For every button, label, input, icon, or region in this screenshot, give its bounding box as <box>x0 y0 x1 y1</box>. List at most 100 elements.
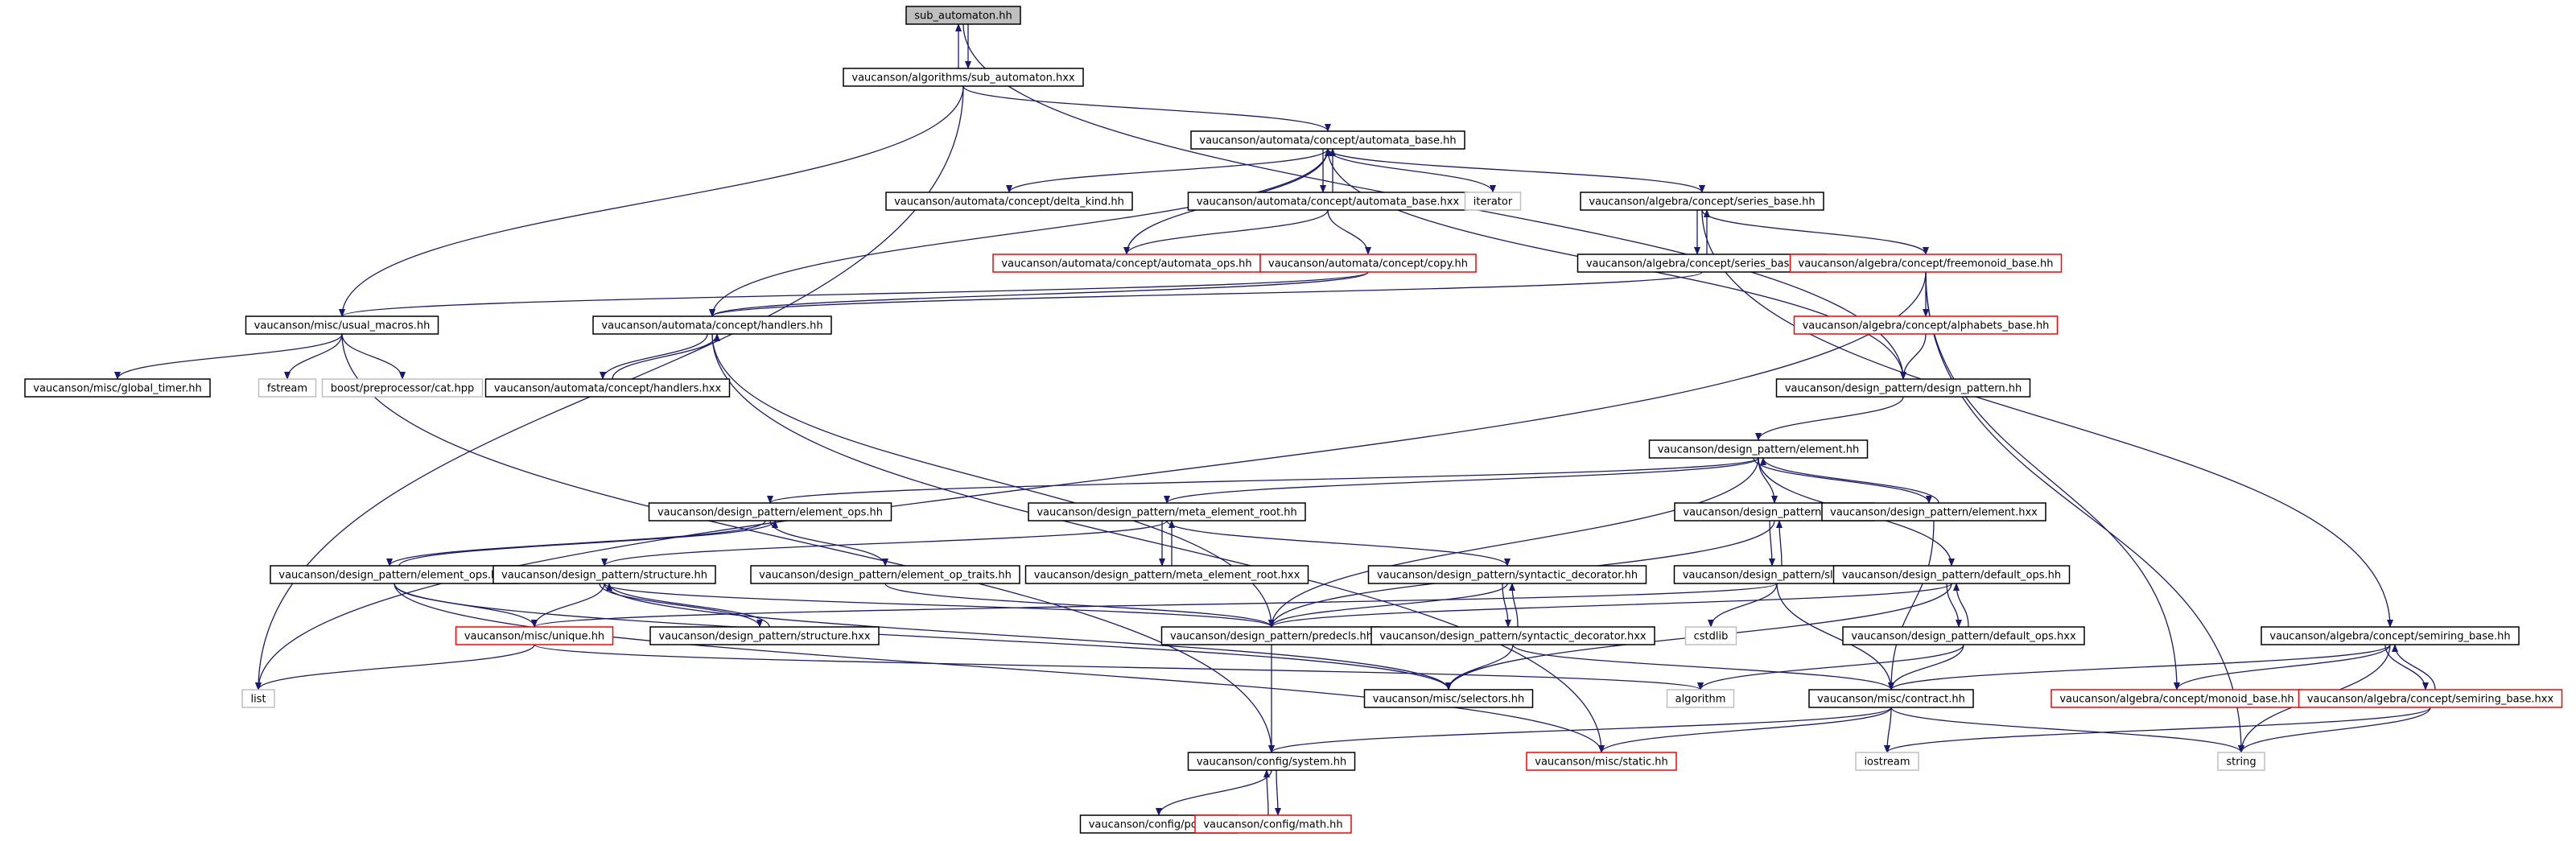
node-element-ops-hh[interactable]: vaucanson/design_pattern/element_ops.hh <box>648 502 892 522</box>
edge-freemonoid-base-hh-to-list <box>255 271 1927 691</box>
node-semiring-base-hxx[interactable]: vaucanson/algebra/concept/semiring_base.… <box>2298 689 2563 708</box>
edge-system-hh-to-math-hh <box>1274 769 1281 816</box>
node-static-hh[interactable]: vaucanson/misc/static.hh <box>1526 752 1677 771</box>
node-box <box>1580 192 1824 211</box>
node-element-ops-hxx[interactable]: vaucanson/design_pattern/element_ops.hxx <box>270 565 519 584</box>
node-label: vaucanson/design_pattern/meta_element_ro… <box>1034 570 1300 582</box>
node-label: vaucanson/misc/static.hh <box>1535 756 1667 769</box>
edge-structure-hxx-to-structure-hh <box>606 583 770 628</box>
node-label: vaucanson/design_pattern/element_op_trai… <box>759 570 1012 582</box>
node-label: iostream <box>1864 756 1910 769</box>
node-label: list <box>250 694 266 706</box>
node-syntactic-decorator-hxx[interactable]: vaucanson/design_pattern/syntactic_decor… <box>1370 626 1655 645</box>
node-box <box>321 378 484 398</box>
node-meta-element-root-hxx[interactable]: vaucanson/design_pattern/meta_element_ro… <box>1024 565 1309 584</box>
edge-usual-macros-hh-to-system-hh <box>341 333 1275 753</box>
edge-structure-hh-to-unique-hh <box>531 583 605 628</box>
edge-element-op-traits-hh-to-predecls-hh <box>884 583 1275 628</box>
node-delta-kind-hh[interactable]: vaucanson/automata/concept/delta_kind.hh <box>885 192 1133 211</box>
node-meta-element-root-hh[interactable]: vaucanson/design_pattern/meta_element_ro… <box>1028 502 1306 522</box>
node-label: vaucanson/algebra/concept/monoid_base.hh <box>2059 694 2294 706</box>
node-box <box>258 378 317 398</box>
node-series-base-hxx[interactable]: vaucanson/algebra/concept/series_base.hx… <box>1577 254 1828 273</box>
node-label: vaucanson/design_pattern/element.hxx <box>1830 507 2038 519</box>
node-label: vaucanson/misc/contract.hh <box>1817 694 1965 706</box>
node-freemonoid-base-hh[interactable]: vaucanson/algebra/concept/freemonoid_bas… <box>1789 254 2063 273</box>
node-automata-base-hh[interactable]: vaucanson/automata/concept/automata_base… <box>1190 130 1465 150</box>
node-label: vaucanson/design_pattern/design_pattern.… <box>1785 383 2022 395</box>
node-handlers-hh[interactable]: vaucanson/automata/concept/handlers.hh <box>592 315 832 335</box>
node-copy-hh[interactable]: vaucanson/automata/concept/copy.hh <box>1259 254 1477 273</box>
node-box <box>455 626 614 645</box>
edge-handlers-hxx-to-handlers-hh <box>612 333 720 380</box>
node-structure-hxx[interactable]: vaucanson/design_pattern/structure.hxx <box>649 626 880 645</box>
edge-automata-base-hxx-to-copy-hh <box>1327 209 1371 255</box>
node-box <box>649 626 880 645</box>
edge-meta-element-root-hh-to-structure-hh <box>601 520 1168 567</box>
node-box <box>2261 626 2520 645</box>
node-structure-hh[interactable]: vaucanson/design_pattern/structure.hh <box>493 565 716 584</box>
node-usual-macros-hh[interactable]: vaucanson/misc/usual_macros.hh <box>245 315 439 335</box>
node-label: vaucanson/design_pattern/element_ops.hh <box>657 507 883 519</box>
node-alg-sub-automaton-hxx[interactable]: vaucanson/algorithms/sub_automaton.hxx <box>843 68 1084 87</box>
node-label: vaucanson/design_pattern/syntactic_decor… <box>1379 631 1647 643</box>
node-contract-hh[interactable]: vaucanson/misc/contract.hh <box>1808 689 1974 708</box>
node-label: vaucanson/algebra/concept/semiring_base.… <box>2307 694 2554 706</box>
edge-contract-hh-to-static-hh <box>1598 707 1892 753</box>
node-sub-automaton-hh[interactable]: sub_automaton.hh <box>905 6 1021 25</box>
edge-default-ops-hh-to-predecls-hh <box>1268 583 1952 628</box>
node-box <box>1194 814 1352 834</box>
node-default-ops-hxx[interactable]: vaucanson/design_pattern/default_ops.hxx <box>1842 626 2085 645</box>
node-handlers-hxx[interactable]: vaucanson/automata/concept/handlers.hxx <box>484 378 731 398</box>
node-alphabets-base-hh[interactable]: vaucanson/algebra/concept/alphabets_base… <box>1793 315 2059 335</box>
node-math-hh[interactable]: vaucanson/config/math.hh <box>1194 814 1352 834</box>
node-automata-base-hxx[interactable]: vaucanson/automata/concept/automata_base… <box>1187 192 1469 211</box>
node-default-ops-hh[interactable]: vaucanson/design_pattern/default_ops.hh <box>1832 565 2071 584</box>
node-label: sub_automaton.hh <box>914 10 1012 23</box>
node-design-pattern-hh[interactable]: vaucanson/design_pattern/design_pattern.… <box>1775 378 2031 398</box>
edge-automata-base-hh-to-series-base-hh <box>1327 148 1705 193</box>
node-box <box>1684 626 1737 645</box>
node-monoid-base-hh[interactable]: vaucanson/algebra/concept/monoid_base.hh <box>2050 689 2303 708</box>
node-label: vaucanson/automata/concept/automata_ops.… <box>1001 258 1251 270</box>
node-box <box>1363 689 1534 708</box>
node-label: vaucanson/automata/concept/copy.hh <box>1268 258 1468 270</box>
edge-semiring-base-hh-to-contract-hh <box>1888 644 2391 691</box>
node-box <box>648 502 892 522</box>
node-label: vaucanson/misc/global_timer.hh <box>33 383 201 395</box>
node-global-timer-hh[interactable]: vaucanson/misc/global_timer.hh <box>24 378 211 398</box>
node-box <box>592 315 832 335</box>
edge-design-pattern-hh-to-element-hh <box>1755 396 1904 441</box>
node-label: vaucanson/design_pattern/syntactic_decor… <box>1377 570 1638 582</box>
node-cstdlib: cstdlib <box>1684 626 1737 645</box>
node-element-hxx[interactable]: vaucanson/design_pattern/element.hxx <box>1821 502 2046 522</box>
node-syntactic-decorator-hh[interactable]: vaucanson/design_pattern/syntactic_decor… <box>1367 565 1647 584</box>
edge-element-ops-hxx-to-element-ops-hh <box>398 520 778 567</box>
edge-element-hxx-to-element-hh <box>1760 457 1939 504</box>
edge-syntactic-decorator-hxx-to-selectors-hh <box>1445 644 1514 691</box>
node-label: vaucanson/automata/concept/handlers.hh <box>601 320 822 332</box>
node-label: vaucanson/design_pattern/structure.hxx <box>658 631 870 643</box>
edge-alg-sub-automaton-hxx-to-automata-base-hh <box>962 85 1331 132</box>
edge-semiring-base-hxx-to-iostream <box>1884 707 2431 753</box>
node-box <box>750 565 1020 584</box>
node-box <box>1259 254 1477 273</box>
node-semiring-base-hh[interactable]: vaucanson/algebra/concept/semiring_base.… <box>2261 626 2520 645</box>
node-series-base-hh[interactable]: vaucanson/algebra/concept/series_base.hh <box>1580 192 1824 211</box>
node-element-hh[interactable]: vaucanson/design_pattern/element.hh <box>1648 439 1869 459</box>
node-box <box>2217 752 2265 771</box>
node-system-hh[interactable]: vaucanson/config/system.hh <box>1187 752 1356 771</box>
node-predecls-hh[interactable]: vaucanson/design_pattern/predecls.hh <box>1160 626 1383 645</box>
edge-handlers-hh-to-handlers-hxx <box>600 333 708 380</box>
node-label: vaucanson/algebra/concept/series_base.hh <box>1589 196 1815 208</box>
node-element-op-traits-hh[interactable]: vaucanson/design_pattern/element_op_trai… <box>750 565 1020 584</box>
node-label: iterator <box>1473 196 1513 208</box>
node-unique-hh[interactable]: vaucanson/misc/unique.hh <box>455 626 614 645</box>
node-automata-ops-hh[interactable]: vaucanson/automata/concept/automata_ops.… <box>992 254 1261 273</box>
node-label: vaucanson/design_pattern/slots.hh <box>1683 507 1865 519</box>
node-box <box>1832 565 2071 584</box>
edge-handlers-hh-to-static-hh <box>711 333 1605 753</box>
node-selectors-hh[interactable]: vaucanson/misc/selectors.hh <box>1363 689 1534 708</box>
edge-slots-hh-to-slots-hxx <box>1768 520 1775 567</box>
